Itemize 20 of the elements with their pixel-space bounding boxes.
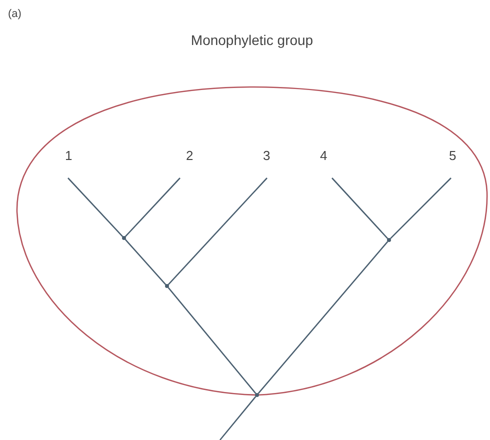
tree-branch — [168, 287, 256, 394]
panel-label: (a) — [8, 8, 22, 20]
taxon-number: 5 — [444, 148, 460, 178]
taxon-number: 4 — [318, 148, 340, 178]
tree-branch — [332, 178, 388, 239]
tree-branch — [68, 178, 124, 237]
tree-branch — [124, 239, 166, 285]
group-title: Monophyletic group — [190, 32, 314, 48]
tree-branch — [124, 178, 180, 237]
branch-point — [255, 393, 259, 397]
taxon-number: 1 — [60, 148, 76, 178]
tree-branch — [258, 241, 388, 394]
tree-branch — [390, 178, 452, 240]
branch-point — [387, 238, 391, 242]
taxon-number: 3 — [258, 148, 276, 178]
taxon-number: 2 — [174, 148, 198, 178]
branch-point — [165, 284, 169, 288]
tree-branch — [168, 178, 268, 285]
tree-branch — [220, 396, 256, 440]
branch-point — [122, 236, 126, 240]
